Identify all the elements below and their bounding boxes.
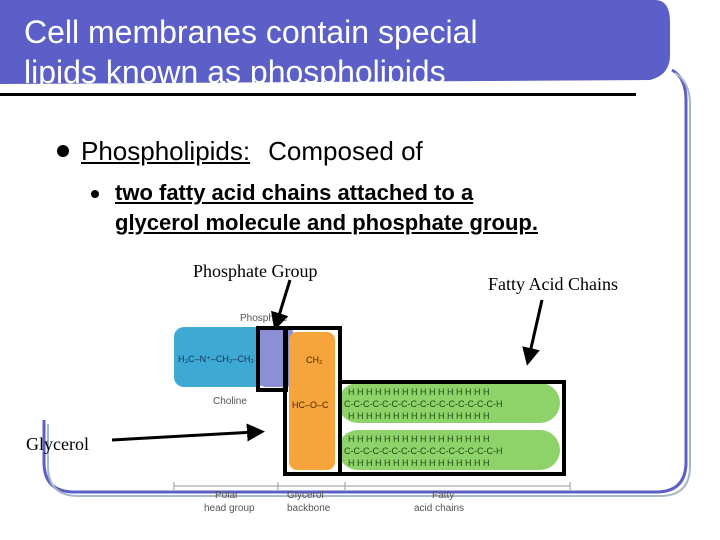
phosphate-shape bbox=[258, 327, 294, 387]
title-underline bbox=[0, 93, 636, 96]
bullet-dot-icon bbox=[57, 145, 69, 157]
arrow-glycerol bbox=[111, 423, 265, 442]
fatty-acid-highlight-box bbox=[338, 380, 566, 476]
chain-top-h-row-1: H H H H H H H H H H H H H H H H bbox=[348, 387, 490, 397]
bullet-rest: Composed of bbox=[268, 136, 423, 166]
choline-group-formula: H₃C–N⁺–CH₂–CH₂ bbox=[178, 354, 254, 364]
label-head-group: head group bbox=[204, 503, 255, 514]
callout-phosphate-group: Phosphate Group bbox=[193, 261, 318, 281]
sub-bullet-line-1: two fatty acid chains attached to a bbox=[115, 180, 474, 205]
chain-top-c-row: C-C-C-C-C-C-C-C-C-C-C-C-C-C-C-C-H bbox=[344, 399, 502, 409]
chain-bottom-c-row: C-C-C-C-C-C-C-C-C-C-C-C-C-C-C-C-H bbox=[344, 446, 502, 456]
title-line-1: Cell membranes contain special bbox=[24, 14, 478, 50]
callout-glycerol: Glycerol bbox=[26, 434, 89, 454]
chain-bottom-h-row-2: H H H H H H H H H H H H H H H H bbox=[348, 458, 490, 468]
choline-label: Choline bbox=[213, 396, 247, 407]
glycerol-hc: HC–O–C bbox=[292, 400, 329, 410]
title-line-2: lipids known as phospholipids bbox=[24, 54, 446, 90]
sub-bullet-dot-icon bbox=[91, 190, 99, 198]
chain-top-h-row-2: H H H H H H H H H H H H H H H H bbox=[348, 411, 490, 421]
bullet-phospholipids: Phospholipids: Composed of bbox=[57, 136, 423, 167]
chain-bottom-h-row-1: H H H H H H H H H H H H H H H H bbox=[348, 434, 490, 444]
fatty-acid-chain-top bbox=[338, 383, 560, 423]
fatty-acid-chain-bottom bbox=[338, 430, 560, 470]
slide-title: Cell membranes contain special lipids kn… bbox=[24, 12, 478, 92]
glycerol-backbone-shape bbox=[289, 332, 335, 470]
label-glycerol: Glycerol bbox=[287, 490, 324, 501]
callout-fatty-acid-chains: Fatty Acid Chains bbox=[488, 274, 618, 294]
sub-bullet-line-2: glycerol molecule and phosphate group. bbox=[115, 210, 538, 235]
slide-border bbox=[42, 68, 688, 494]
label-backbone: backbone bbox=[287, 503, 331, 514]
label-polar: Polar bbox=[215, 490, 239, 501]
bullet-term: Phospholipids: bbox=[81, 136, 251, 166]
glycerol-ch2: CH₂ bbox=[306, 355, 323, 365]
phosphate-header: Phosphate bbox=[240, 313, 288, 324]
label-fatty: Fatty bbox=[432, 490, 454, 501]
choline-head-shape bbox=[174, 327, 266, 387]
arrow-phosphate bbox=[271, 279, 292, 331]
sub-bullet-composition: two fatty acid chains attached to a glyc… bbox=[91, 178, 672, 238]
title-bar bbox=[0, 0, 670, 84]
arrow-fatty-acid bbox=[522, 299, 544, 366]
label-acid-chains: acid chains bbox=[414, 503, 464, 514]
